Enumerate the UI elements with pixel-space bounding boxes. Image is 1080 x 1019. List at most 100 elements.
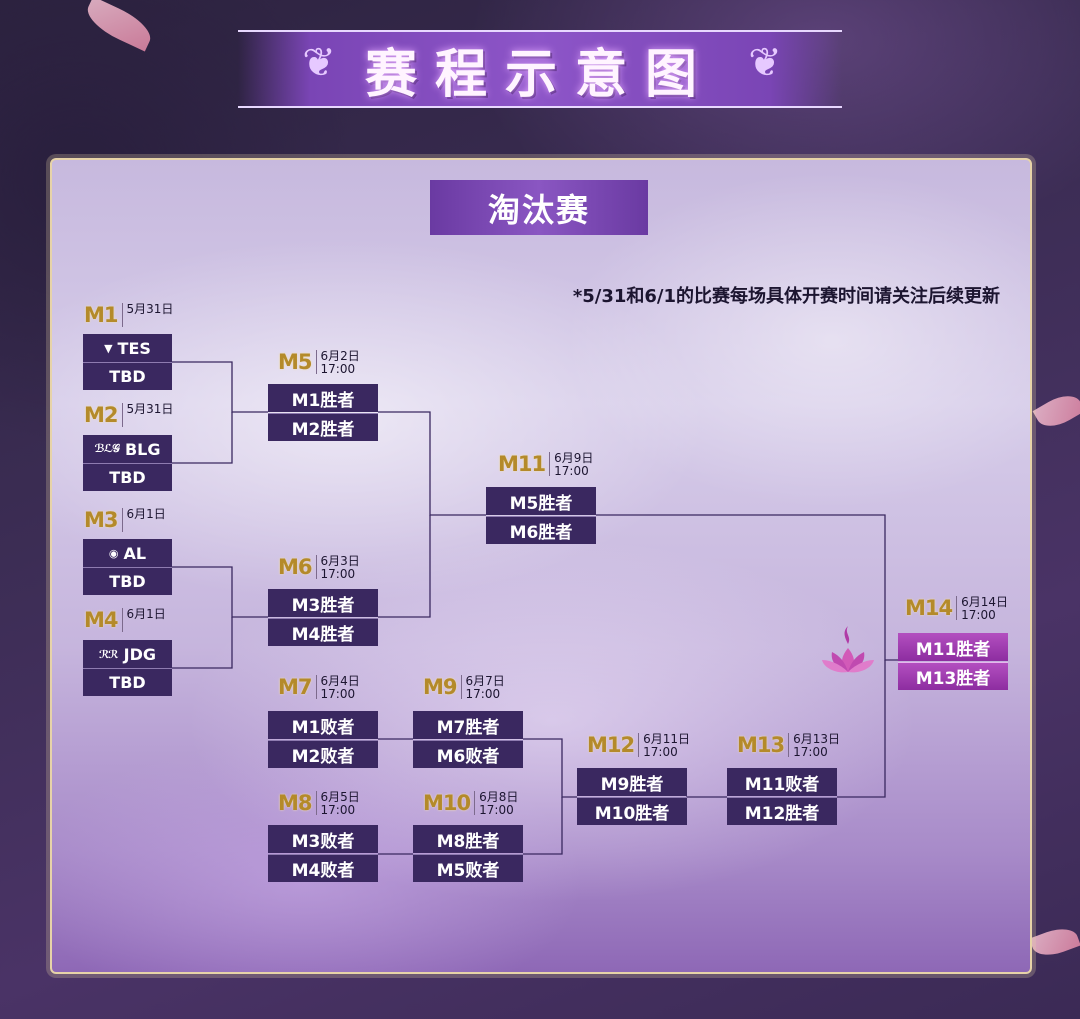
connector-m10-m12 [523,797,563,855]
match-id: M7 [278,675,317,699]
match-time: 17:00 [320,362,356,376]
match-id: M9 [423,675,462,699]
team-slot[interactable]: ℬℒ𝒢 BLG [83,435,172,463]
bracket-slot[interactable]: M6败者 [413,740,523,768]
al-logo-icon: ◉ [108,546,119,560]
match-date: 6月8日 [479,790,519,804]
flower-ornament-icon: ❦ [302,40,336,86]
match-time: 17:00 [320,567,356,581]
bracket-slot[interactable]: M6胜者 [486,516,596,544]
match-id: M4 [84,608,123,632]
match-date: 6月2日 [320,349,360,363]
match-label-m1: M1 5月31日 [84,303,173,327]
stage-title: 淘汰赛 [487,190,590,229]
team-slot[interactable]: TBD [83,362,172,390]
bracket-slot[interactable]: M12胜者 [727,797,837,825]
bracket-slot[interactable]: M11败者 [727,768,837,796]
match-date: 6月1日 [126,507,166,521]
connector-m4-m6 [172,617,233,669]
match-date: 5月31日 [126,302,174,316]
match-label-m4: M4 6月1日 [84,608,166,632]
match-id: M2 [84,403,123,427]
bracket-slot[interactable]: M4败者 [268,854,378,882]
match-date: 6月11日 [643,732,691,746]
team-name: TBD [109,572,146,591]
match-date: 6月14日 [961,595,1009,609]
match-time: 17:00 [320,687,356,701]
team-name: TBD [109,468,146,487]
schedule-note: *5/31和6/1的比赛每场具体开赛时间请关注后续更新 [572,286,1000,307]
match-time: 17:00 [961,608,996,622]
match-date: 6月3日 [320,554,360,568]
lotus-icon [822,626,874,673]
team-slot[interactable]: TBD [83,668,172,696]
team-slot[interactable]: ◉ AL [83,539,172,567]
bracket-slot[interactable]: M2败者 [268,740,378,768]
bracket-slot[interactable]: M5败者 [413,854,523,882]
match-date: 6月9日 [554,451,594,465]
connector-m3-m6 [172,566,268,618]
bracket-slot[interactable]: M7胜者 [413,711,523,739]
bracket-slot[interactable]: M9胜者 [577,768,687,796]
match-id: M6 [278,555,317,579]
bracket-slot[interactable]: M10胜者 [577,797,687,825]
title-banner: 赛程示意图 [238,30,842,108]
team-name: TBD [109,673,146,692]
match-time: 17:00 [320,803,356,817]
bracket-slot[interactable]: M1胜者 [268,384,378,412]
match-id: M1 [84,303,123,327]
blg-logo-icon: ℬℒ𝒢 [94,442,120,455]
team-name: AL [123,543,147,563]
match-date: 6月13日 [793,732,841,746]
final-slot[interactable]: M11胜者 [898,633,1008,661]
connector-m2-m5 [172,412,233,464]
tes-logo-icon: ▼ [104,341,113,355]
match-id: M13 [737,733,790,757]
team-slot[interactable]: TBD [83,463,172,491]
match-id: M5 [278,350,317,374]
bracket-slot[interactable]: M1败者 [268,711,378,739]
match-date: 6月5日 [320,790,360,804]
match-id: M10 [423,791,476,815]
connector-m5-m11 [378,411,486,516]
match-date: 6月4日 [320,674,360,688]
match-time: 17:00 [465,687,501,701]
connector-m9-m12 [523,738,577,798]
team-slot[interactable]: ▼ TES [83,334,172,362]
team-slot[interactable]: TBD [83,567,172,595]
team-name: TES [117,338,151,358]
bracket-panel [50,158,1032,974]
match-time: 17:00 [643,745,678,759]
match-id: M12 [587,733,640,757]
match-time: 17:00 [479,803,514,817]
bracket-slot[interactable]: M3胜者 [268,589,378,617]
bracket-slot[interactable]: M4胜者 [268,618,378,646]
team-name: TBD [109,367,146,386]
bracket-slot[interactable]: M5胜者 [486,487,596,515]
bracket-slot[interactable]: M8胜者 [413,825,523,853]
final-slot[interactable]: M13胜者 [898,662,1008,690]
team-name: JDG [123,644,157,664]
jdg-logo-icon: ℛℛ [98,647,119,661]
match-date: 6月1日 [126,607,166,621]
flower-ornament-icon: ❦ [748,40,782,86]
connector-m11-m14 [596,514,898,661]
team-slot[interactable]: ℛℛ JDG [83,640,172,668]
match-id: M3 [84,508,123,532]
bracket-slot[interactable]: M3败者 [268,825,378,853]
connector-m13-m14 [837,660,886,798]
bracket-slot[interactable]: M2胜者 [268,413,378,441]
match-time: 17:00 [554,464,589,478]
match-date: 5月31日 [126,402,174,416]
